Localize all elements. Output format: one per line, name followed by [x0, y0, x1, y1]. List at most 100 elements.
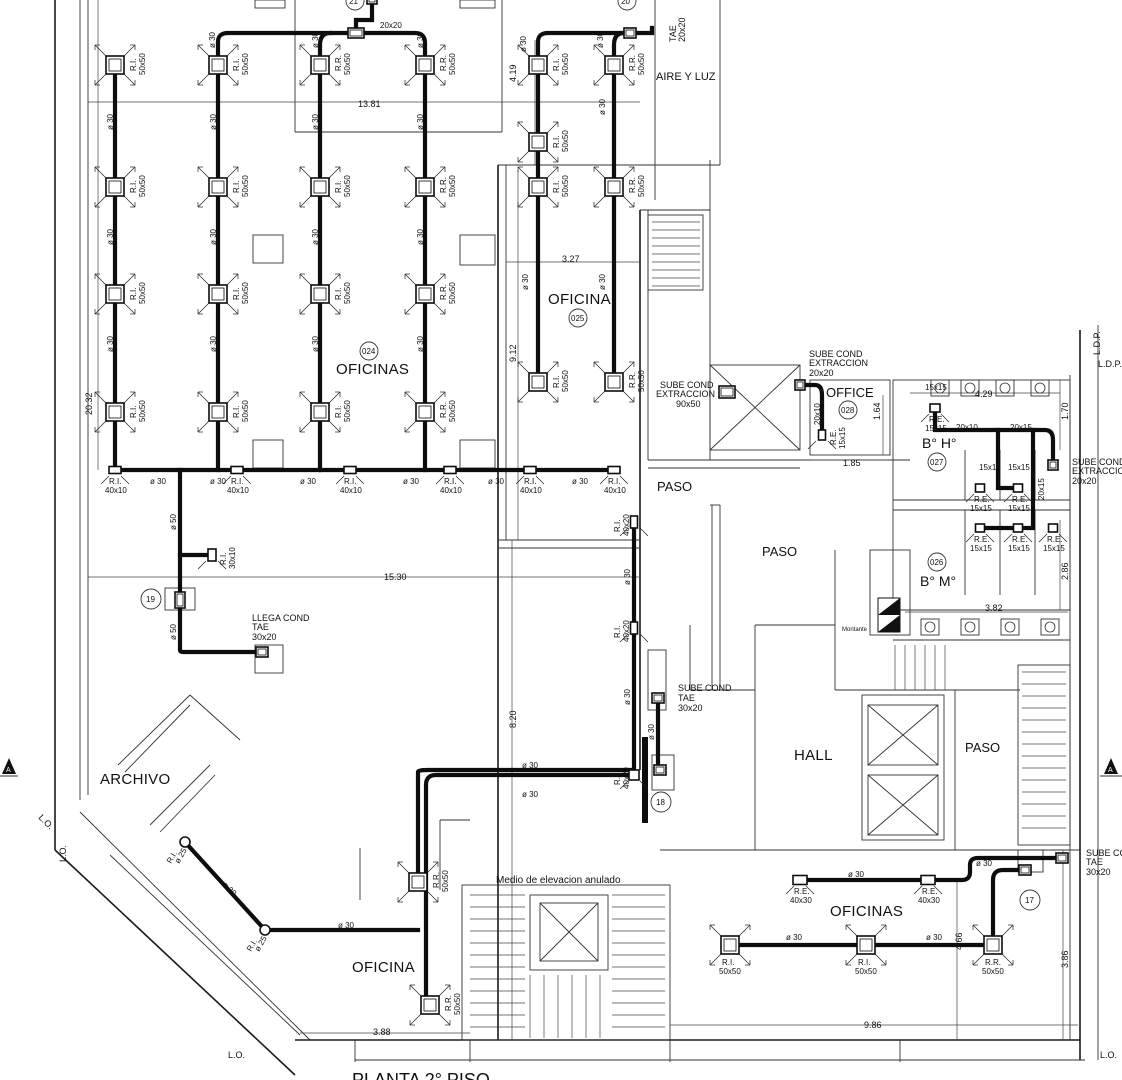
grille-label: R.E. — [929, 415, 945, 424]
duct-diameter: ø 30 — [647, 723, 656, 740]
grille-label: R.R. — [439, 402, 448, 418]
note-sube-se-1: SUBE COND — [1086, 848, 1122, 858]
stair-south — [461, 884, 671, 1041]
duct-diameter: ø 30 — [598, 273, 607, 290]
duct-diameter: ø 30 — [416, 228, 425, 245]
grille-label: R.I. — [613, 626, 622, 638]
note-office-3: 20x20 — [809, 368, 834, 378]
grille-label: R.E. — [829, 429, 838, 445]
duct-se-riser — [990, 867, 1028, 948]
grille-return: R.R.50x50 — [593, 44, 646, 86]
riser-box — [794, 379, 806, 391]
tag-026: 026 — [930, 558, 944, 567]
grille-supply: R.I.50x50 — [299, 273, 352, 315]
riser-box — [623, 27, 637, 39]
sanitary-fixture — [1030, 379, 1050, 397]
sanitary-fixture — [960, 379, 980, 397]
room-oficinas-main: OFICINAS — [336, 361, 409, 378]
grille-label: R.I. — [232, 181, 241, 193]
grille-supply: R.I.50x50 — [197, 44, 250, 86]
grille-small: R.I.40x10 — [435, 465, 465, 495]
grille-label: 50x50 — [441, 870, 450, 892]
room-oficina-sw: OFICINA — [352, 959, 415, 976]
grille-label: 40x20 — [622, 767, 631, 789]
grille-label: R.I. — [232, 59, 241, 71]
grille-supply: R.I.50x50 — [299, 391, 352, 433]
room-bano-h: B° H° — [922, 435, 957, 451]
grille-label: 15x15 — [838, 427, 847, 449]
dim-4-66: 4.66 — [954, 932, 964, 950]
grille-label: 50x50 — [138, 175, 147, 197]
dim-13-81: 13.81 — [358, 99, 381, 109]
duct-sw-branch — [177, 467, 265, 655]
grille-label: 50x50 — [719, 967, 741, 976]
duct-diameter: ø 30 — [311, 31, 320, 48]
grille-label: 50x50 — [637, 175, 646, 197]
dim-8-20: 8.20 — [508, 710, 518, 728]
room-bano-m: B° M° — [920, 573, 956, 589]
room-montante: Montante — [842, 627, 868, 633]
grille-small: R.I.40x20 — [613, 620, 649, 643]
grille-small: R.E.40x30 — [913, 874, 943, 905]
grille-supply: R.I.50x50 — [517, 121, 570, 163]
tag-025: 025 — [571, 314, 585, 323]
grille-label: 50x50 — [241, 400, 250, 422]
grille-small: R.E.15x15 — [1038, 523, 1068, 553]
grille-return: R.R.50x50 — [593, 166, 646, 208]
office-room — [809, 379, 891, 456]
grille-label: R.I. — [219, 553, 228, 565]
grille-label: R.I. — [129, 181, 138, 193]
duct-riser-mid — [655, 697, 663, 773]
grille-supply: R.I.50x50 — [94, 44, 147, 86]
duct-banos-upper — [932, 407, 1056, 468]
dim-9-86: 9.86 — [864, 1020, 882, 1030]
grille-label: 50x50 — [561, 130, 570, 152]
duct-diameter: ø 30 — [209, 228, 218, 245]
section-marker-left: A — [6, 767, 11, 774]
grille-small: R.I.40x10 — [599, 465, 629, 495]
duct-diameter: ø 30 — [572, 477, 589, 486]
note-left-1: SUBE COND — [660, 380, 714, 390]
grille-small: R.I.40x10 — [100, 465, 130, 495]
grille-label: 50x50 — [448, 53, 457, 75]
duct-size: 15x15 — [925, 383, 947, 392]
duct-diameter: ø 30 — [311, 228, 320, 245]
duct-diameter: ø 30 — [488, 477, 505, 486]
note-tae-top-2: 20x20 — [677, 17, 687, 42]
grille-label: 40x10 — [604, 486, 626, 495]
grille-label: R.I. — [129, 288, 138, 300]
duct-banos-lower — [977, 427, 1036, 531]
dim-9-12: 9.12 — [508, 344, 518, 362]
duct-oficina-diag — [182, 839, 268, 933]
grille-label: 40x30 — [918, 896, 940, 905]
room-aire-luz: AIRE Y LUZ — [656, 71, 716, 83]
dim-4-19: 4.19 — [508, 64, 518, 82]
duct-diameter: ø 30 — [209, 335, 218, 352]
riser-box — [651, 692, 665, 704]
duct-diameter: ø 30 — [300, 477, 317, 486]
grille-small: R.I.40x10 — [222, 465, 252, 495]
grille-small: R.E.15x15 — [1003, 483, 1033, 513]
grille-label: R.R. — [432, 872, 441, 888]
sanitary-fixture — [1000, 618, 1020, 636]
grille-label: 15x15 — [1043, 544, 1065, 553]
grille-return: R.R.50x50 — [404, 44, 457, 86]
grille-label: R.I. — [552, 59, 561, 71]
grille-return: R.R.50x50 — [972, 924, 1014, 976]
note-bano-1: SUBE COND — [1072, 457, 1122, 467]
room-oficina-025: OFICINA — [548, 291, 611, 308]
grille-small: R.I.30x10 — [197, 547, 237, 570]
grille-return: R.R.50x50 — [409, 984, 462, 1026]
dim-1-64: 1.64 — [872, 402, 882, 420]
grille-label: 50x50 — [637, 53, 646, 75]
grille-small: R.E.15x15 — [1003, 523, 1033, 553]
grille-label: 50x50 — [241, 282, 250, 304]
elevator-annulled — [529, 894, 609, 971]
grille-label: R.E. — [794, 887, 810, 896]
grille-label: R.I. — [109, 477, 121, 486]
grille-label: R.I. — [858, 958, 870, 967]
tag-17: 17 — [1025, 896, 1034, 905]
grille-label: R.R. — [985, 958, 1001, 967]
stair-east — [1017, 664, 1071, 846]
note-sube-se-2: TAE — [1086, 857, 1103, 867]
